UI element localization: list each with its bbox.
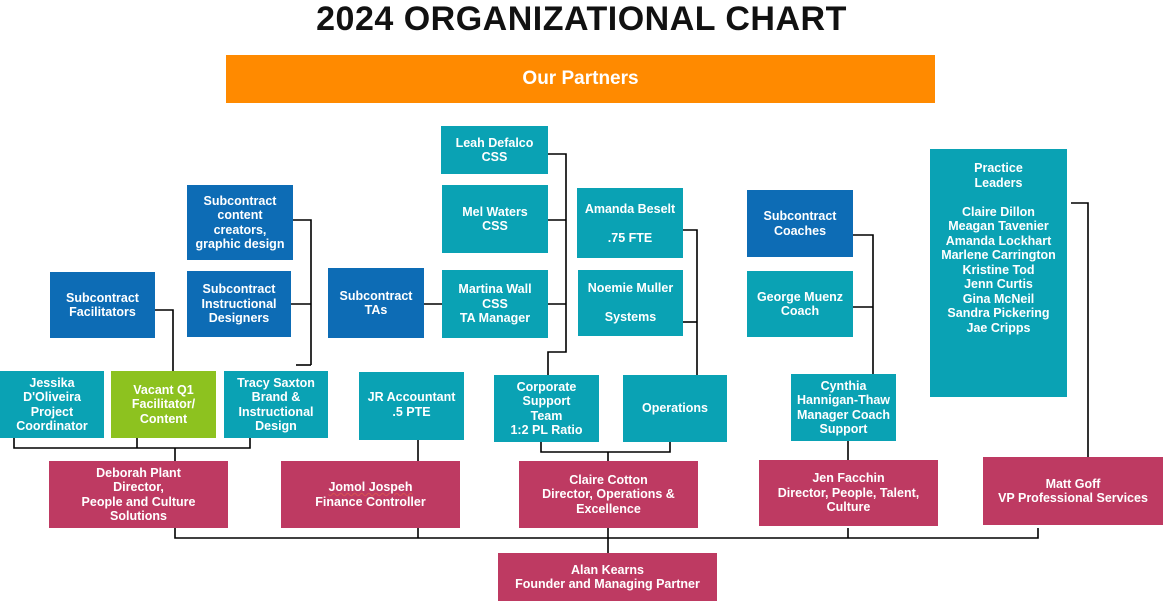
box-cynthia-hannigan-thaw: Cynthia Hannigan-Thaw Manager Coach Supp… [791,374,896,441]
box-george-muenz: George Muenz Coach [747,271,853,337]
box-subcontract-content: Subcontract content creators, graphic de… [187,185,293,260]
box-subcontract-tas: Subcontract TAs [328,268,424,338]
box-leah-defalco: Leah Defalco CSS [441,126,548,174]
partners-banner: Our Partners [226,55,935,103]
box-corporate-support: Corporate Support Team 1:2 PL Ratio [494,375,599,442]
box-deborah-plant: Deborah Plant Director, People and Cultu… [49,461,228,528]
box-practice-leaders: Practice Leaders Claire Dillon Meagan Ta… [930,149,1067,397]
box-jen-facchin: Jen Facchin Director, People, Talent, Cu… [759,460,938,526]
box-jr-accountant: JR Accountant .5 PTE [359,372,464,440]
box-jessika-doliveira: Jessika D'Oliveira Project Coordinator [0,371,104,438]
box-vacant-q1: Vacant Q1 Facilitator/ Content [111,371,216,438]
box-claire-cotton: Claire Cotton Director, Operations & Exc… [519,461,698,528]
box-amanda-beselt: Amanda Beselt .75 FTE [577,188,683,258]
box-matt-goff: Matt Goff VP Professional Services [983,457,1163,525]
box-subcontract-coaches: Subcontract Coaches [747,190,853,257]
box-operations: Operations [623,375,727,442]
box-martina-wall: Martina Wall CSS TA Manager [442,270,548,338]
box-subcontract-facilitators: Subcontract Facilitators [50,272,155,338]
box-jomol-jospeh: Jomol Jospeh Finance Controller [281,461,460,528]
chart-title: 2024 ORGANIZATIONAL CHART [316,0,847,38]
box-subcontract-instructional: Subcontract Instructional Designers [187,271,291,337]
jomol-name: Jomol Jospeh [328,480,413,494]
box-mel-waters: Mel Waters CSS [442,185,548,253]
box-noemie-muller: Noemie Muller Systems [578,270,683,336]
jomol-title: Finance Controller [315,494,426,509]
box-tracy-saxton: Tracy Saxton Brand & Instructional Desig… [224,371,328,438]
box-alan-kearns: Alan Kearns Founder and Managing Partner [498,553,717,601]
